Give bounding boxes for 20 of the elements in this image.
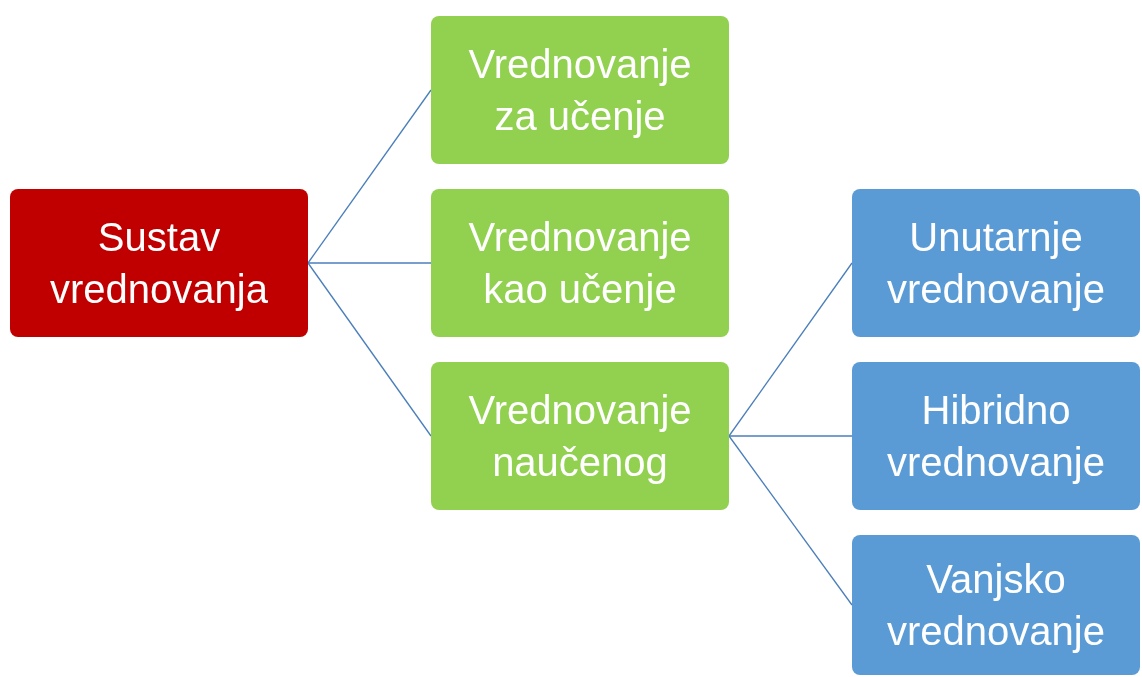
category-box [10, 189, 308, 337]
box-label: Sustav vrednovanja [49, 214, 269, 313]
connector-line [307, 262, 432, 264]
box-label: Vrednovanje kao učenje [467, 214, 693, 313]
connector-line [728, 262, 853, 437]
box-label: Hibridno vrednovanje [886, 387, 1106, 486]
box-label: Vanjsko vrednovanje [886, 556, 1106, 655]
box-label: Vrednovanje naučenog [467, 387, 693, 486]
category-box [431, 362, 729, 510]
connector-line [728, 435, 853, 437]
category-box [431, 16, 729, 164]
box-label: Vrednovanje za učenje [467, 41, 693, 140]
category-box [852, 189, 1140, 337]
box-label: Unutarnje vrednovanje [886, 214, 1106, 313]
connector-line [307, 262, 432, 437]
category-box [852, 535, 1140, 675]
connector-line [728, 435, 853, 606]
connector-line [307, 89, 432, 264]
category-box [431, 189, 729, 337]
category-box [852, 362, 1140, 510]
